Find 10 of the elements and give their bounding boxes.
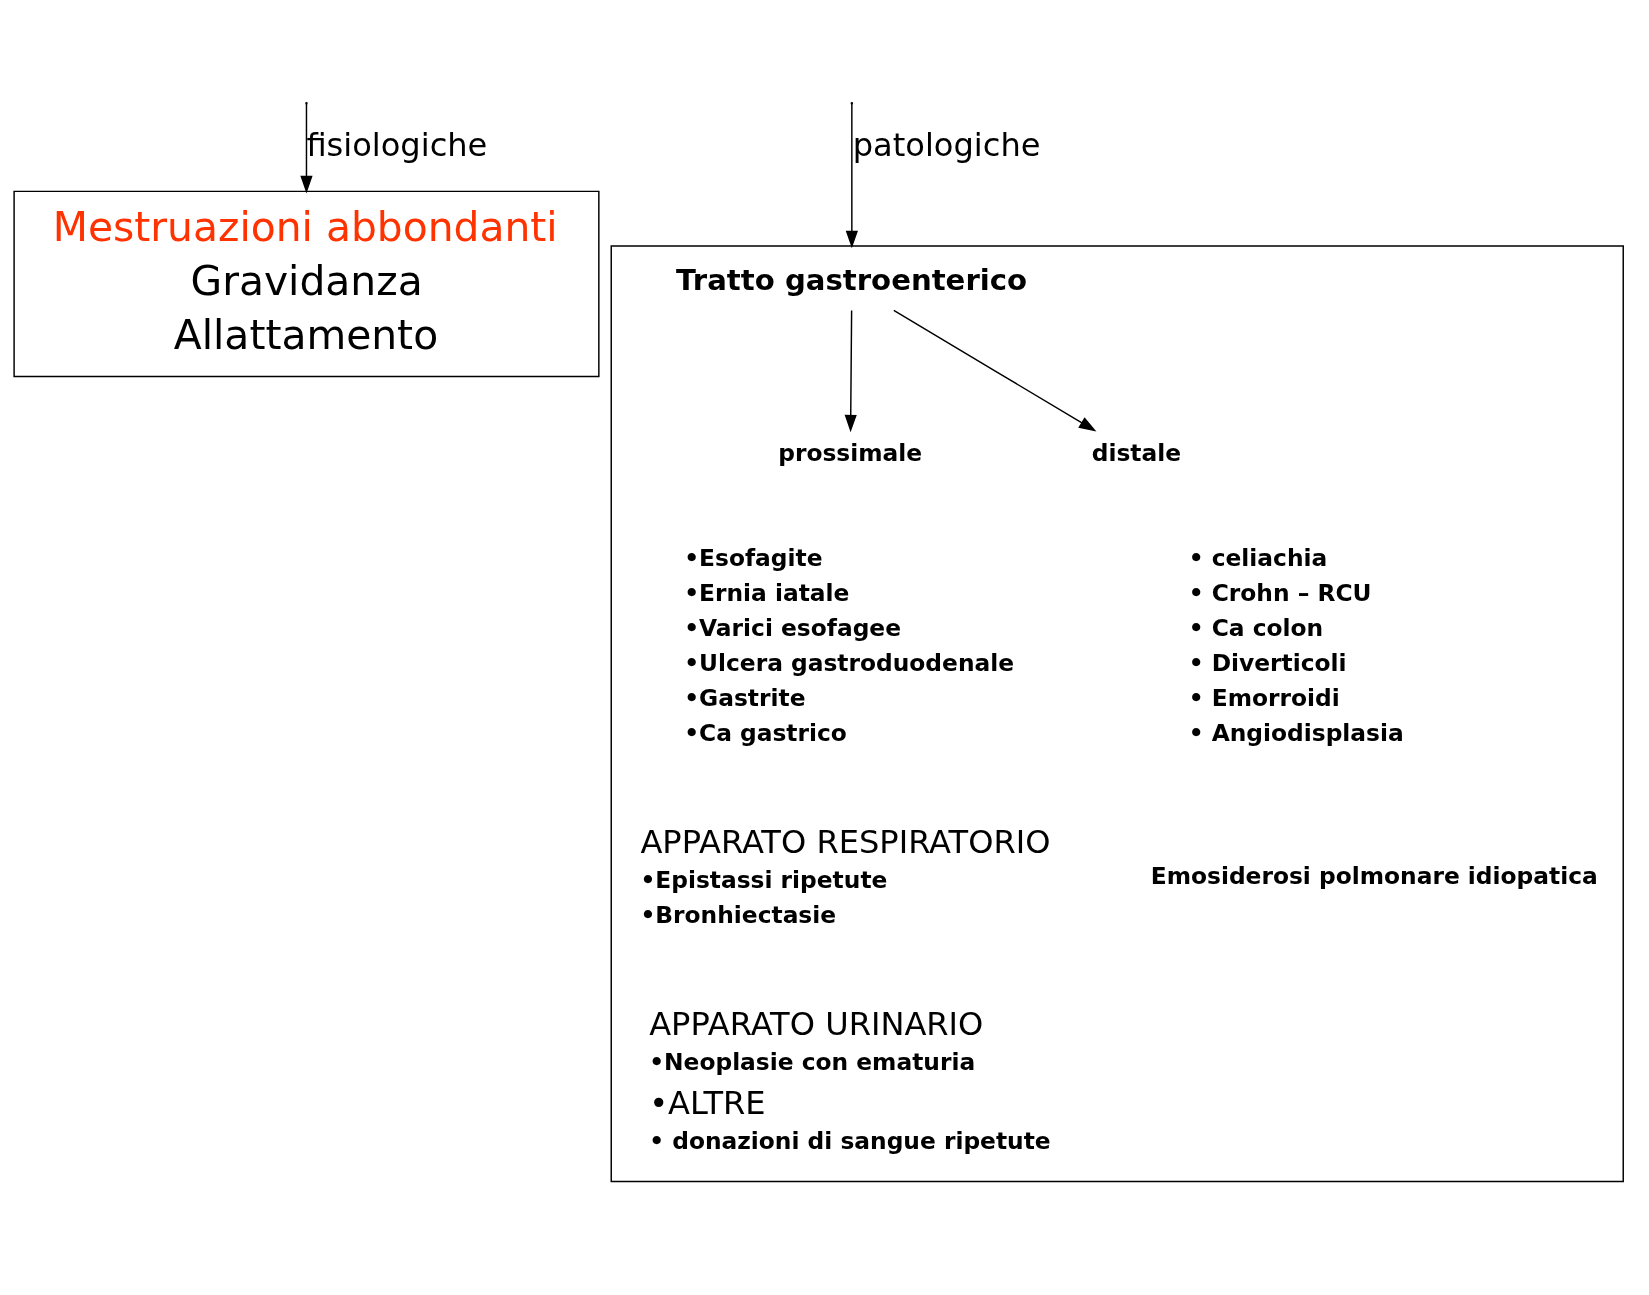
edge-label: fisiologiche xyxy=(306,125,488,164)
edge-label: patologiche xyxy=(852,125,1041,164)
node-text: distale xyxy=(1091,438,1182,467)
arrow xyxy=(300,102,313,193)
arrow xyxy=(844,309,857,432)
node-box: Mestruazioni abbondanti Gravidanza Allattamento xyxy=(13,190,600,377)
arrow xyxy=(893,309,1097,432)
node-text: Tratto gastroenterico xyxy=(676,262,1028,297)
arrow xyxy=(845,102,858,248)
node-text: prossimale xyxy=(778,438,923,467)
